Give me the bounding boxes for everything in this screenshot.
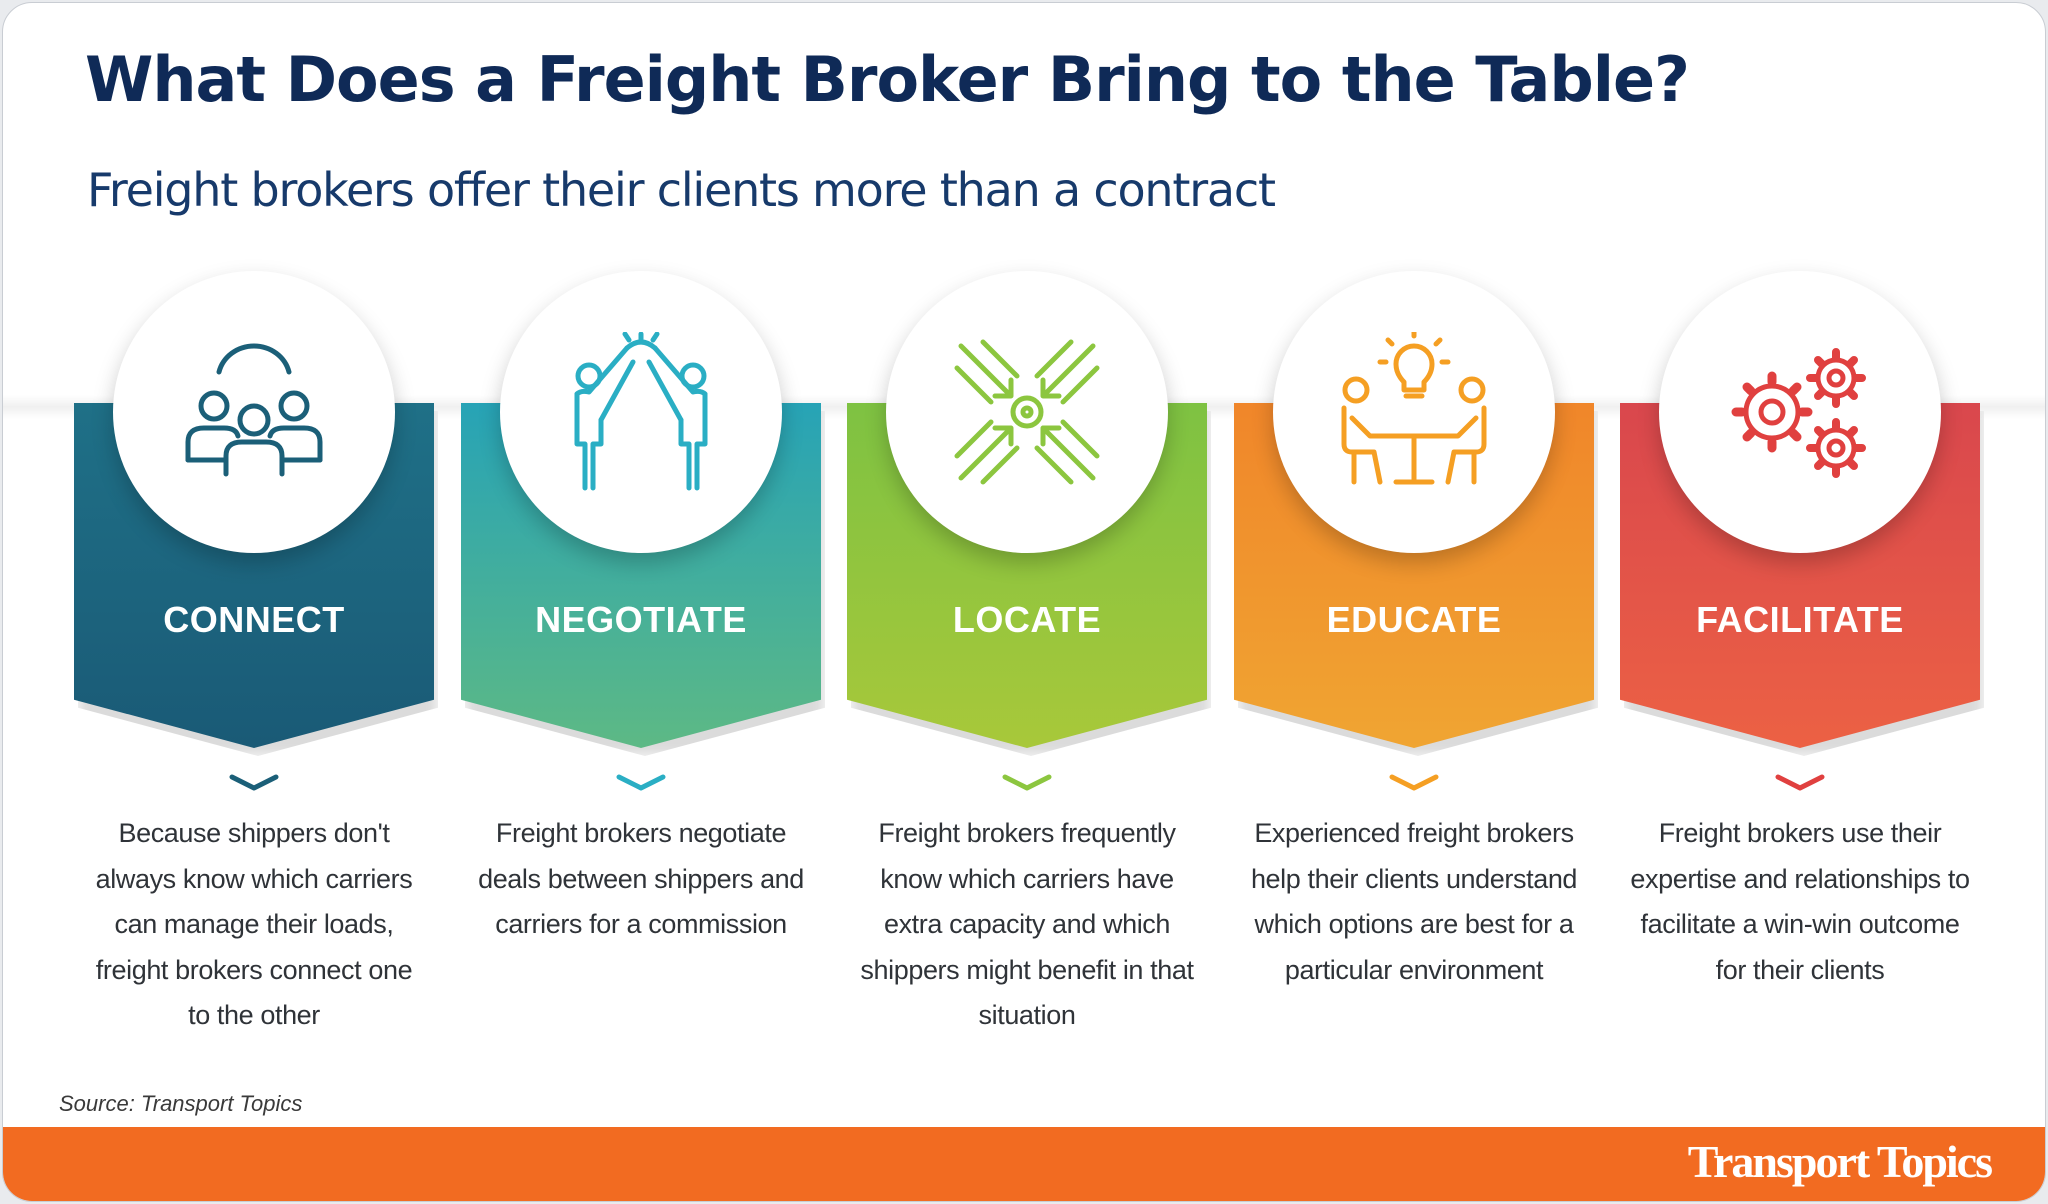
step-facilitate: FACILITATE Freight brokers use their exp… (1620, 3, 1984, 1103)
footer-bar: Transport Topics (3, 1127, 2045, 1201)
icon-circle (886, 271, 1168, 553)
chevron-down-icon (1002, 774, 1052, 791)
gears-icon (1731, 348, 1866, 478)
step-label: CONNECT (163, 599, 345, 640)
step-educate: EDUCATE Experienced freight brokers help… (1234, 3, 1598, 1103)
step-label: FACILITATE (1696, 599, 1904, 640)
step-description: Freight brokers negotiate deals between … (478, 818, 804, 939)
step-label: EDUCATE (1326, 599, 1502, 640)
chevron-down-icon (229, 774, 279, 791)
people-group-icon (185, 343, 323, 477)
icon-circle (1659, 271, 1941, 553)
icon-circle (1273, 271, 1555, 553)
icon-circle (113, 271, 395, 553)
chevron-down-icon (1389, 774, 1439, 791)
chevron-down-icon (1775, 774, 1825, 791)
step-description: Because shippers don't always know which… (95, 818, 413, 1030)
step-connect: CONNECT Because shippers don't always kn… (74, 3, 438, 1103)
step-description: Freight brokers frequently know which ca… (860, 818, 1194, 1030)
step-description: Experienced freight brokers help their c… (1250, 818, 1578, 985)
page-subtitle: Freight brokers offer their clients more… (87, 163, 1276, 217)
chevron-down-icon (616, 774, 666, 791)
high-five-icon (574, 332, 708, 491)
step-label: NEGOTIATE (535, 599, 747, 640)
step-label: LOCATE (952, 599, 1102, 640)
step-negotiate: NEGOTIATE Freight brokers negotiate deal… (461, 3, 825, 1103)
meeting-lightbulb-icon (1341, 332, 1487, 485)
source-note: Source: Transport Topics (59, 1091, 303, 1116)
page-title: What Does a Freight Broker Bring to the … (85, 43, 1690, 116)
step-locate: LOCATE Freight brokers frequently know w… (847, 3, 1211, 1103)
brand-logo: Transport Topics (1687, 1136, 1993, 1187)
icon-circle (500, 271, 782, 553)
step-description: Freight brokers use their expertise and … (1630, 818, 1970, 985)
converging-arrows-icon (954, 339, 1100, 485)
